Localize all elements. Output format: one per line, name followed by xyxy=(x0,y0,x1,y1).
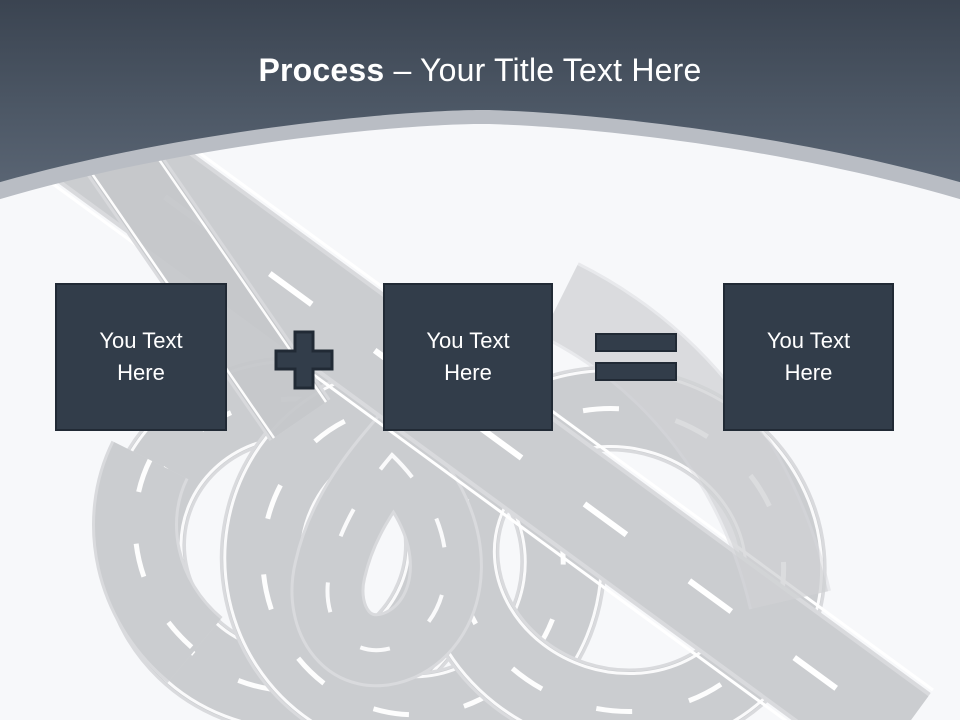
page-title-separator: – xyxy=(384,52,421,88)
process-box-2-label: You Text Here xyxy=(426,328,510,385)
equals-bar-top xyxy=(595,333,677,352)
page-title: Process – Your Title Text Here xyxy=(0,50,960,90)
road-loop-left-overpass xyxy=(92,440,224,684)
process-box-1-label: You Text Here xyxy=(99,328,183,385)
process-box-1[interactable]: You Text Here xyxy=(55,283,227,431)
page-title-strong: Process xyxy=(258,52,385,88)
road-right-branch xyxy=(540,262,831,610)
equals-bar-bottom xyxy=(595,362,677,381)
plus-icon xyxy=(274,330,334,390)
page-title-light: Your Title Text Here xyxy=(420,52,702,88)
process-box-2[interactable]: You Text Here xyxy=(383,283,553,431)
equals-icon xyxy=(595,330,679,384)
process-box-3[interactable]: You Text Here xyxy=(723,283,894,431)
road-inner-teardrop xyxy=(290,400,483,688)
process-box-3-label: You Text Here xyxy=(766,328,851,385)
